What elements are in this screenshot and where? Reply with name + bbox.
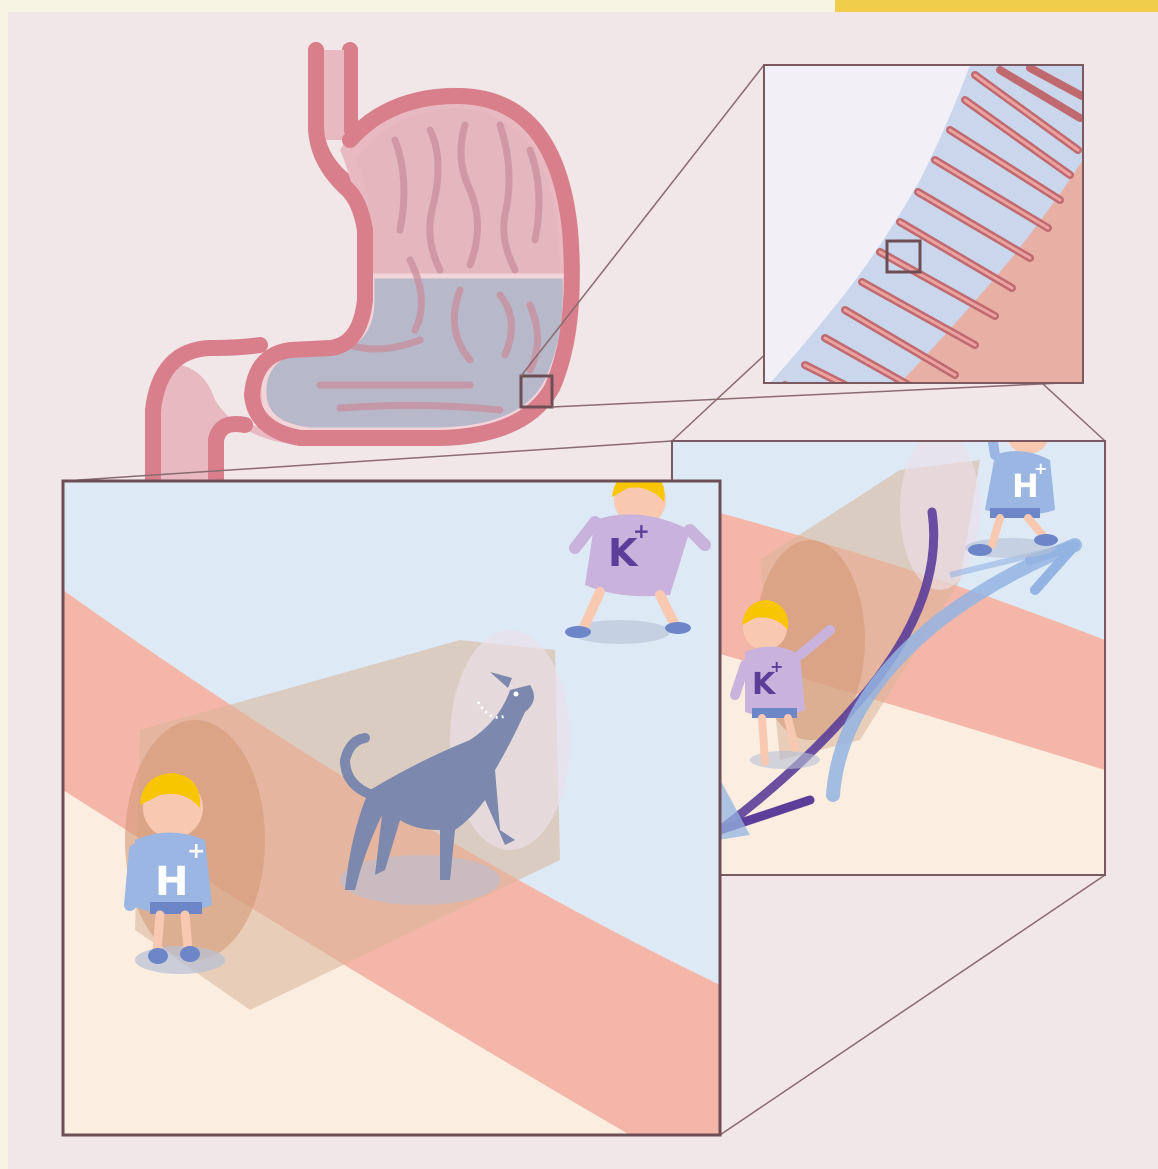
ion-exchange-icon: H + K + (672, 405, 1105, 875)
blocked-pump-icon: H + K + (63, 470, 720, 1135)
gastric-folds-icon (764, 65, 1083, 430)
potassium-charge-right: + (770, 657, 783, 676)
hydrogen-label-left: H (155, 859, 188, 905)
hydrogen-charge-left: + (187, 839, 205, 864)
potassium-charge-left: + (633, 519, 650, 543)
hydrogen-charge-right: + (1034, 459, 1047, 478)
accent-tab (835, 0, 1158, 12)
